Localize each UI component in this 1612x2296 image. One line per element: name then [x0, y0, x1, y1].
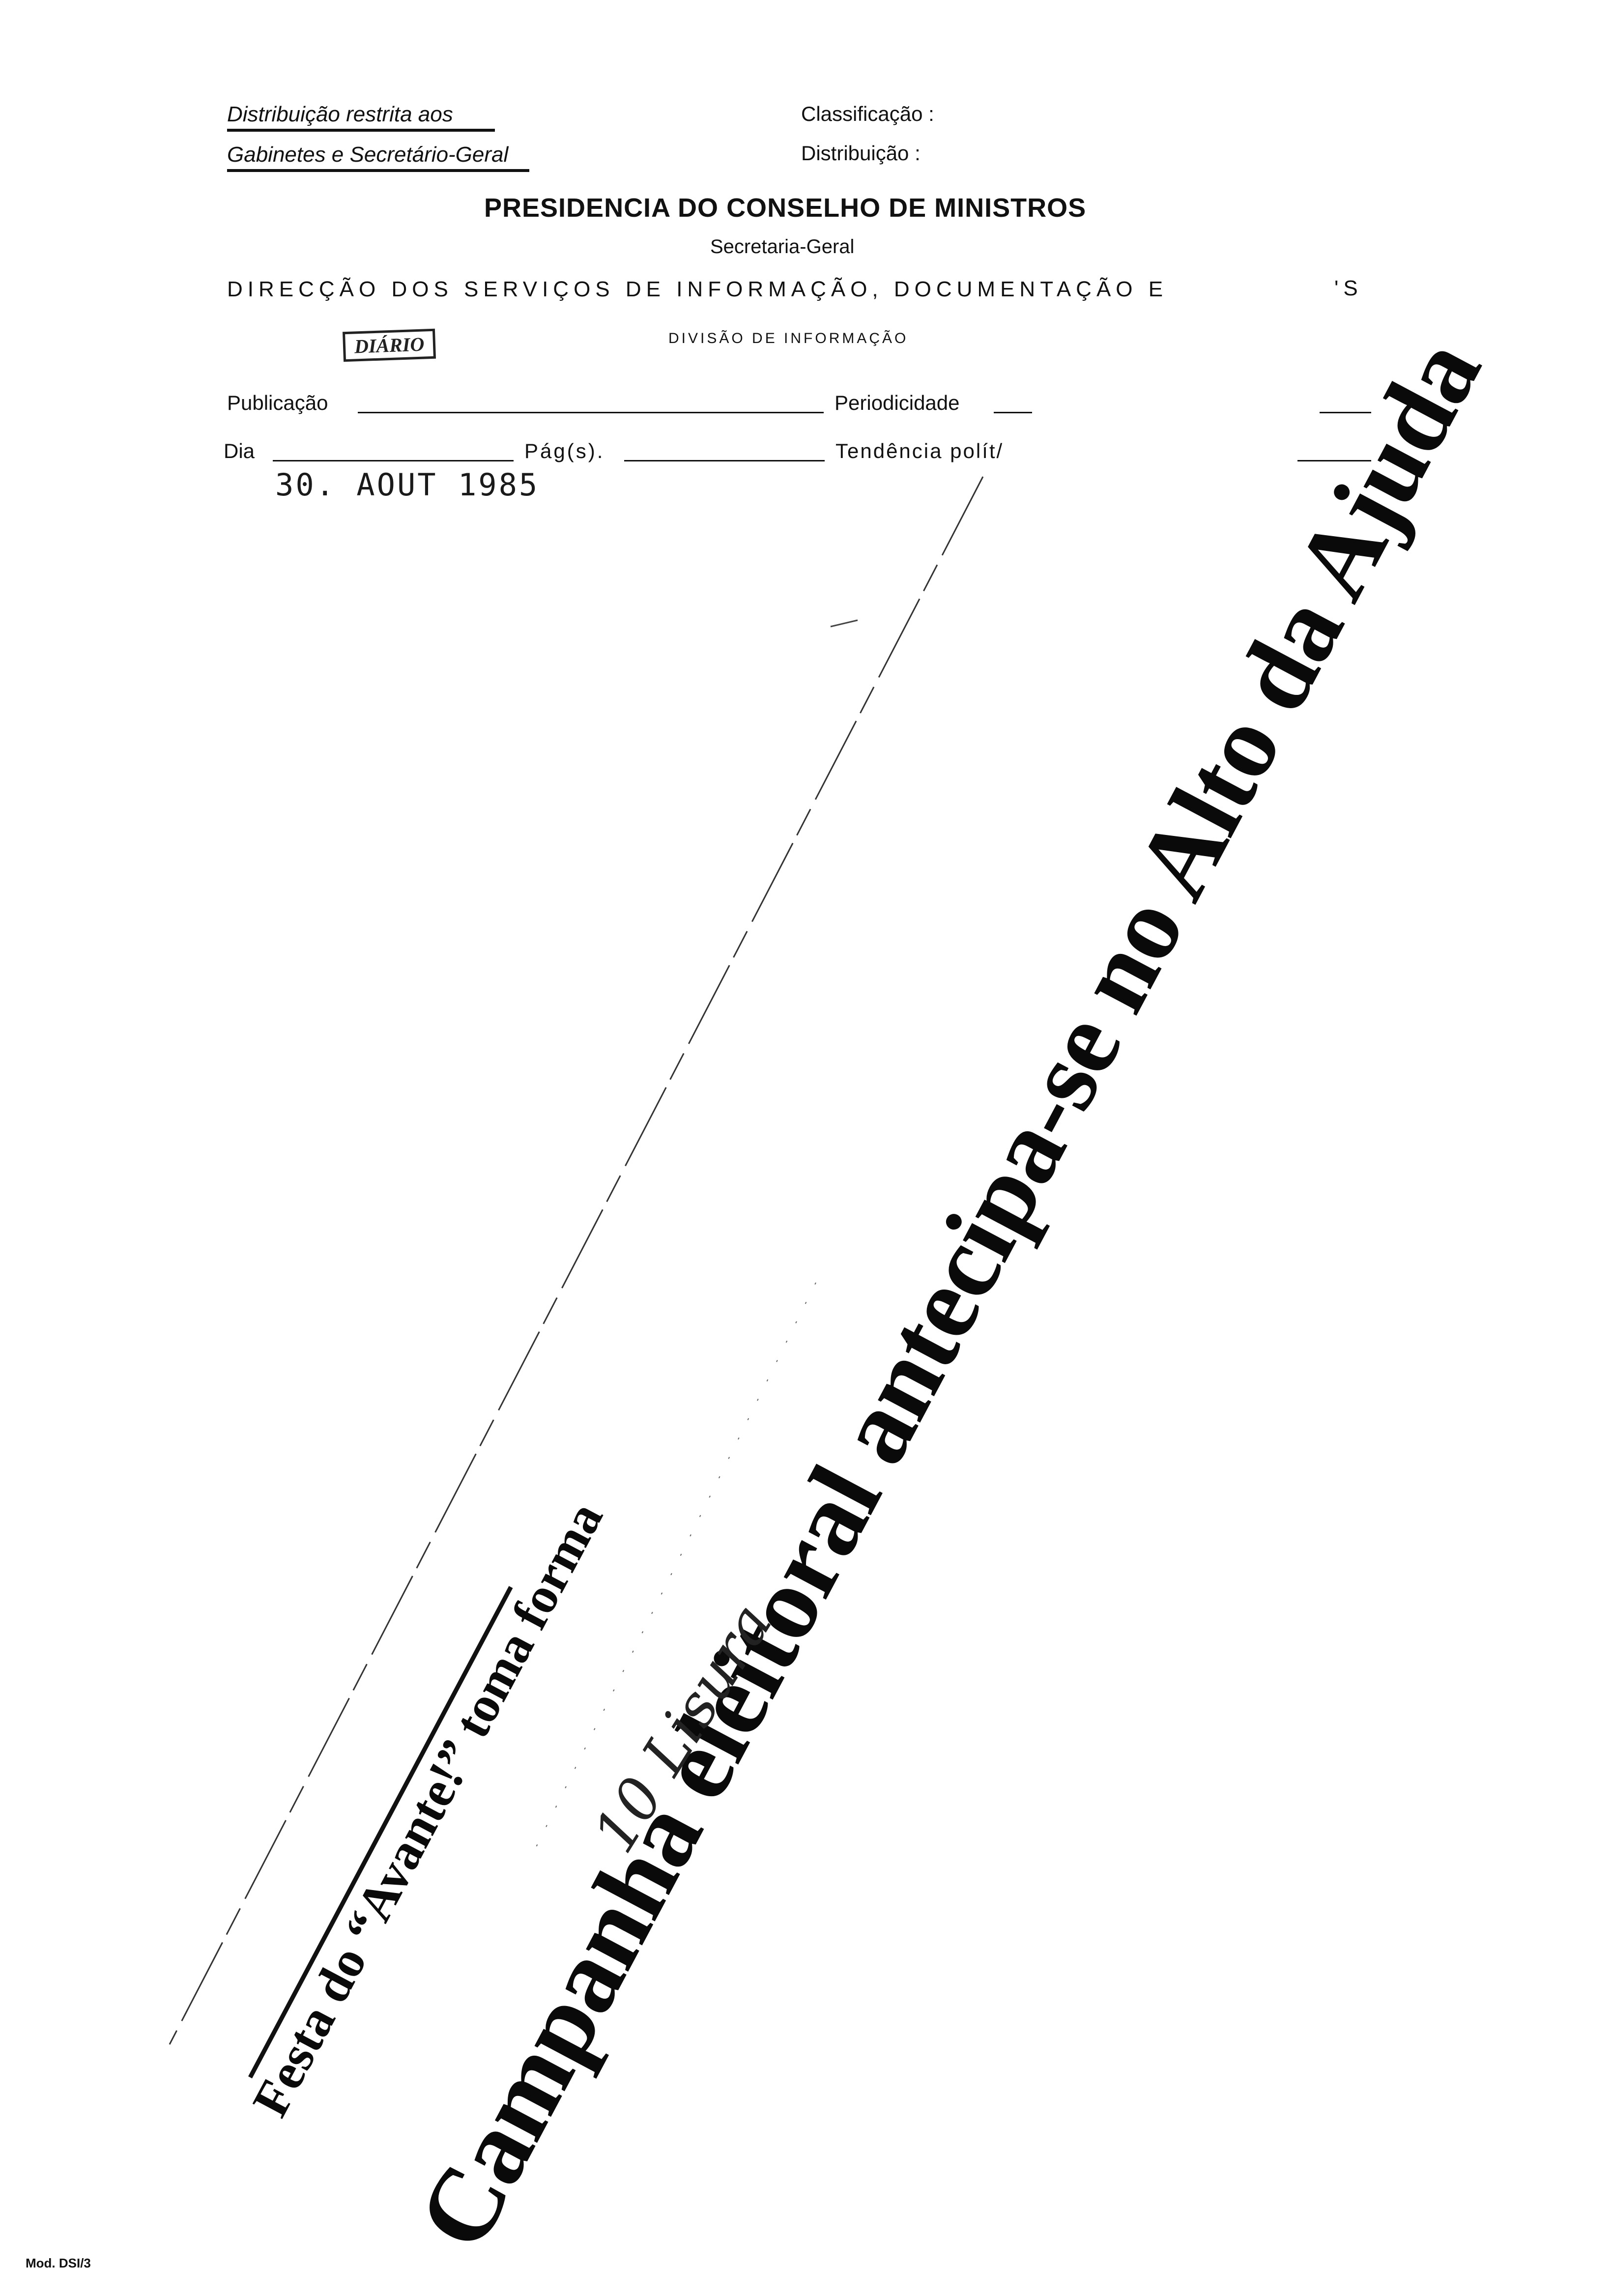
cut-line-left	[169, 476, 984, 2045]
periodicidade-line	[994, 412, 1032, 413]
tendencia-label: Tendência polít/	[835, 439, 1004, 462]
periodicidade-label: Periodicidade	[835, 391, 960, 414]
pags-label: Pág(s).	[524, 439, 605, 462]
restriction-line-2: Gabinetes e Secretário-Geral	[227, 143, 509, 167]
form-code: Mod. DSI/3	[26, 2256, 91, 2270]
division-line: DIVISÃO DE INFORMAÇÃO	[668, 330, 909, 346]
publicacao-label: Publicação	[227, 391, 328, 414]
directorate-line: DIRECÇÃO DOS SERVIÇOS DE INFORMAÇÃO, DOC…	[227, 277, 1168, 301]
date-stamp: 30. AOUT 1985	[275, 467, 540, 503]
restriction-underline-1	[227, 129, 495, 132]
secretariat-subtitle: Secretaria-Geral	[710, 236, 855, 258]
pags-line	[624, 460, 825, 461]
restriction-underline-2	[227, 169, 529, 172]
extra-line-2	[1297, 460, 1371, 461]
directorate-tail: 'S	[1334, 276, 1363, 300]
dia-line	[273, 460, 514, 461]
extra-line-1	[1320, 412, 1371, 413]
dia-label: Dia	[224, 439, 255, 462]
cut-line-short	[830, 619, 858, 628]
organization-title: PRESIDENCIA DO CONSELHO DE MINISTROS	[484, 193, 1087, 223]
distribuicao-label: Distribuição :	[801, 142, 921, 165]
classificacao-label: Classificação :	[801, 102, 934, 125]
restriction-line-1: Distribuição restrita aos	[227, 102, 453, 126]
publicacao-line	[358, 412, 824, 413]
